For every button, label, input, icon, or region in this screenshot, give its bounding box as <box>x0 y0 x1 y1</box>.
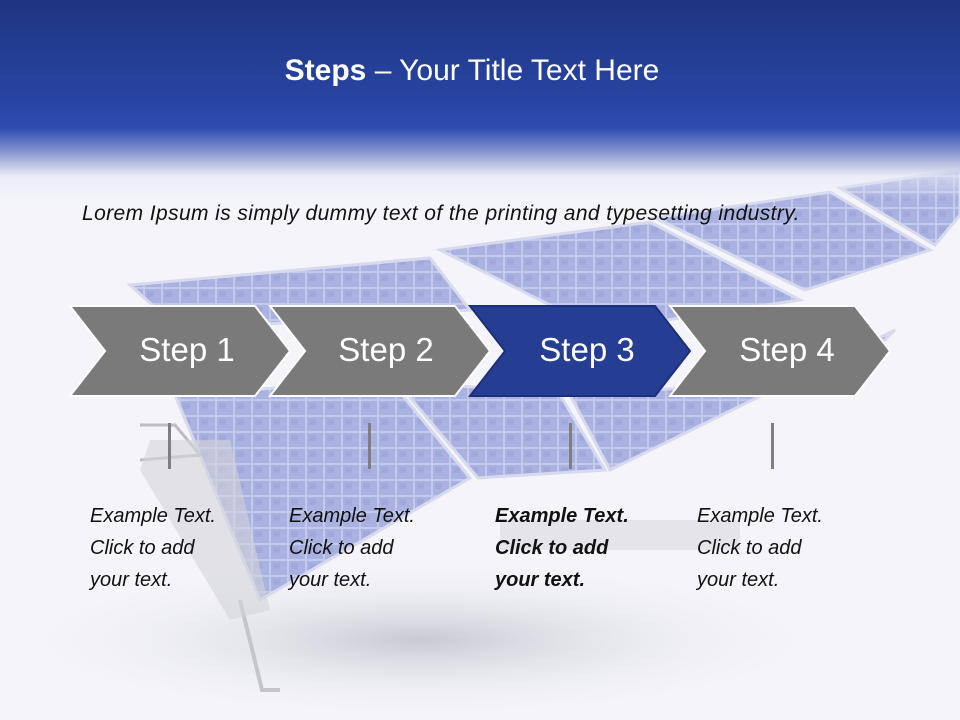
step-connector <box>771 423 774 469</box>
caption-line: Example Text. <box>495 505 629 527</box>
step-label: Step 4 <box>739 331 835 368</box>
step-label: Step 1 <box>139 331 235 368</box>
slide-title: Steps – Your Title Text Here <box>0 54 944 88</box>
caption-line: Click to add <box>697 537 802 559</box>
step-chevron-4[interactable] <box>667 305 892 397</box>
step-caption[interactable]: Example Text. Click to add your text. <box>495 500 665 596</box>
intro-text: Lorem Ipsum is simply dummy text of the … <box>82 202 800 225</box>
step-caption[interactable]: Example Text. Click to add your text. <box>90 500 260 596</box>
title-bold: Steps <box>284 54 367 87</box>
step-connector <box>569 423 572 469</box>
caption-line: your text. <box>289 569 372 591</box>
caption-line: Click to add <box>495 537 609 559</box>
caption-line: your text. <box>90 569 173 591</box>
caption-line: Example Text. <box>289 505 415 527</box>
caption-line: your text. <box>697 569 780 591</box>
step-caption[interactable]: Example Text. Click to add your text. <box>697 500 867 596</box>
header-band <box>0 0 960 200</box>
step-caption[interactable]: Example Text. Click to add your text. <box>289 500 459 596</box>
caption-line: your text. <box>495 569 586 591</box>
step-chevron-1[interactable] <box>67 305 292 397</box>
caption-line: Click to add <box>289 537 394 559</box>
caption-line: Click to add <box>90 537 195 559</box>
step-chevron-3[interactable] <box>467 305 692 397</box>
step-label: Step 3 <box>539 331 635 368</box>
step-chevron-2[interactable] <box>267 305 492 397</box>
step-label: Step 2 <box>338 331 434 368</box>
caption-line: Example Text. <box>90 505 216 527</box>
step-connector <box>168 423 171 469</box>
step-connector <box>368 423 371 469</box>
caption-line: Example Text. <box>697 505 823 527</box>
title-rest: – Your Title Text Here <box>366 54 660 87</box>
